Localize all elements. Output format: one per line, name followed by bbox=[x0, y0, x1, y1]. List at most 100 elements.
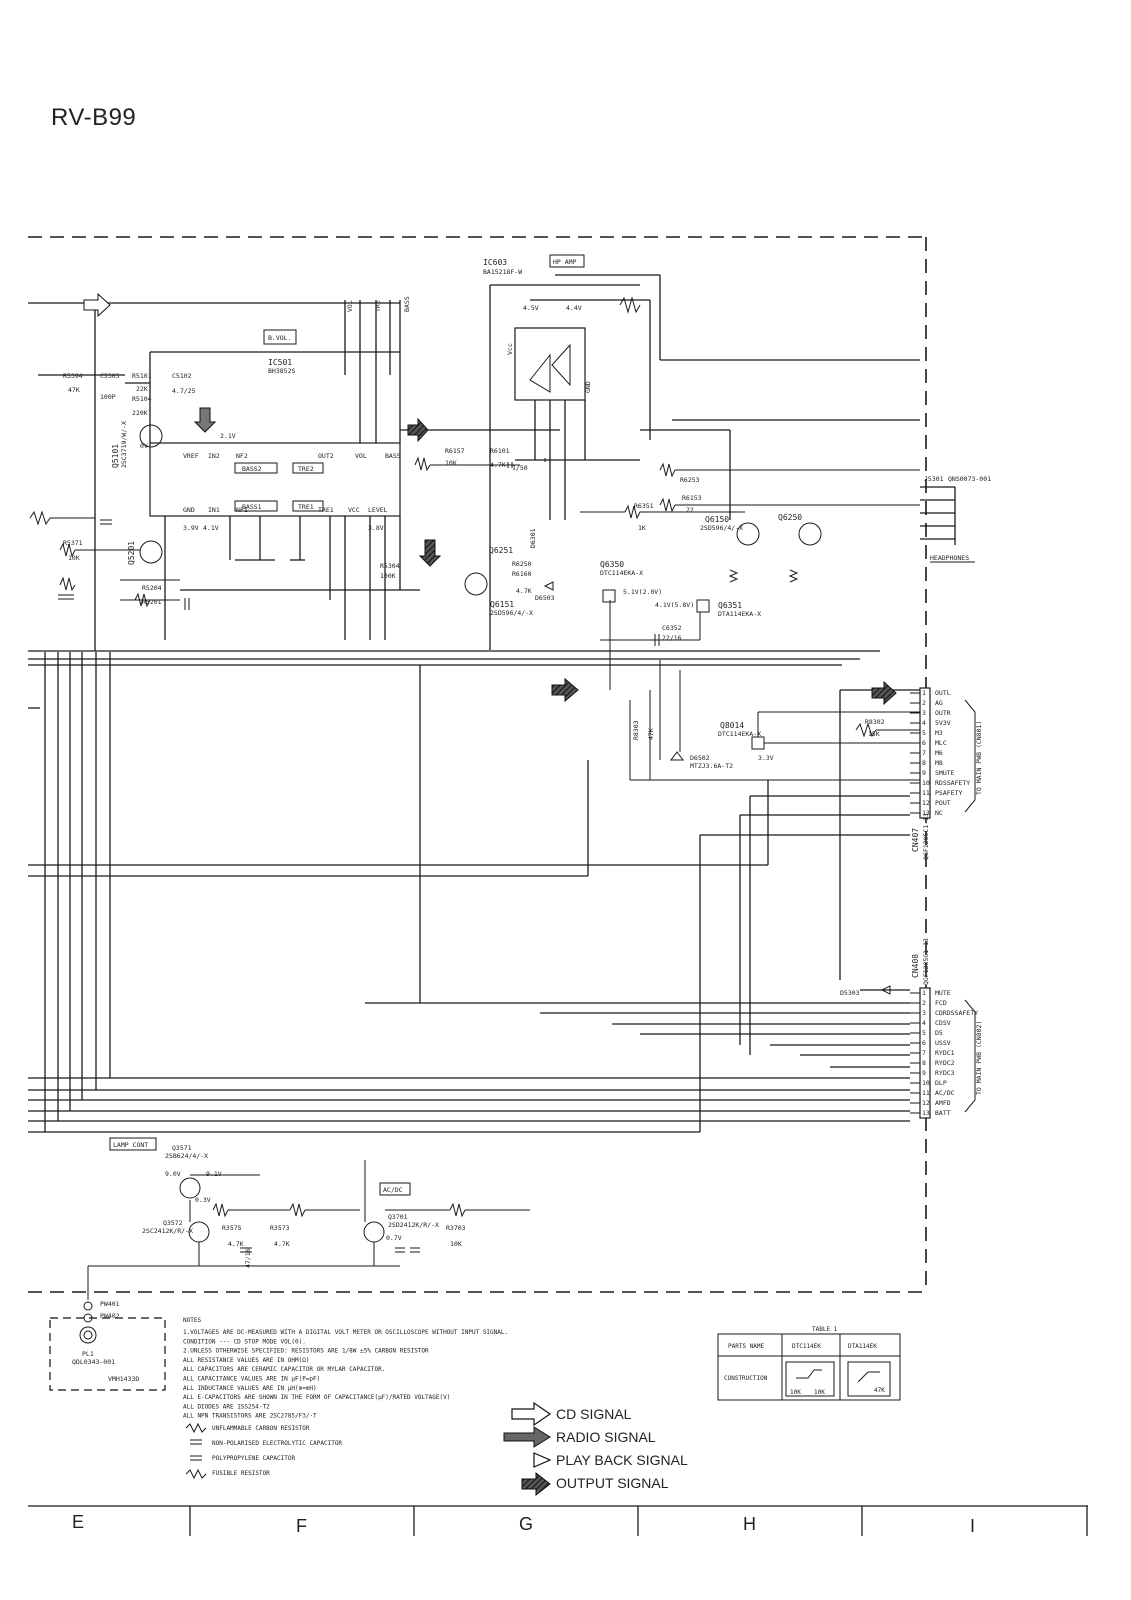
table-val-2: 10K bbox=[814, 1389, 825, 1396]
voltage-4: 2.1V bbox=[220, 432, 236, 440]
d6503-ref: D6503 bbox=[535, 594, 555, 602]
q6350-part: DTC114EKA-X bbox=[600, 569, 643, 577]
ic603-gnd: GND bbox=[584, 381, 592, 393]
cn407-pin-number: 5 bbox=[922, 729, 926, 737]
q5101-ref: Q5101 bbox=[111, 444, 120, 468]
cn407-pin-number: 6 bbox=[922, 739, 926, 747]
notes-symbol-label: UNFLAMMABLE CARBON RESISTOR bbox=[212, 1425, 310, 1432]
r6160-val: 4.7K bbox=[516, 587, 532, 595]
cn407-pin-name: RDSSAFETY bbox=[935, 779, 970, 787]
r6157-ref: R6157 bbox=[445, 447, 465, 455]
q6150-symbol bbox=[736, 522, 760, 546]
cn408-pin-name: CDSV bbox=[935, 1019, 951, 1027]
model-title: RV-B99 bbox=[51, 104, 137, 131]
notes-symbol-label: NON-POLARISED ELECTROLYTIC CAPACITOR bbox=[212, 1440, 342, 1447]
q6150-ref: Q6150 bbox=[705, 515, 729, 524]
acdc-label: AC/DC bbox=[383, 1186, 403, 1194]
ic501-ref: IC501 bbox=[268, 358, 292, 367]
controls-top: VOL TRE BASS bbox=[344, 296, 411, 375]
voltage-11: 9.1V bbox=[206, 1170, 222, 1178]
control-tre: TRE bbox=[374, 300, 382, 312]
ic603-ref: IC603 bbox=[483, 258, 507, 267]
r5394-val: 47K bbox=[68, 386, 80, 394]
cn408-pin-number: 2 bbox=[922, 999, 926, 1007]
notes-line: CONDITION --- CD STOP MODE VOL(0). bbox=[183, 1338, 306, 1345]
column-g: G bbox=[519, 1514, 533, 1534]
c3701-val: 47/16 bbox=[244, 1248, 252, 1268]
notes-line: ALL RESISTANCE VALUES ARE IN OHM(Ω) bbox=[183, 1357, 309, 1364]
notes-line: ALL NPN TRANSISTORS ARE 2SC2785/F3/-T bbox=[183, 1413, 317, 1420]
c5102-ref: C5102 bbox=[172, 372, 192, 380]
voltage-1: 4.5V bbox=[523, 304, 539, 312]
q3571-symbol bbox=[179, 1177, 201, 1199]
ic501-pin-bot-7: VCC bbox=[348, 506, 360, 514]
q3571-part: 2SB624/4/-X bbox=[165, 1152, 208, 1160]
transistors: Q5101 2SC3719/W/-X Q5201 Q6251 Q6151 2SD… bbox=[111, 421, 822, 1243]
r5101-ref: R5101 bbox=[132, 372, 152, 380]
r3575-val: 4.7K bbox=[228, 1240, 244, 1248]
lamp-part-box: PW401 PW402 PL1 QDL0343-001 VMH1433D bbox=[49, 1300, 166, 1391]
d6502-val: MTZJ3.6A-T2 bbox=[690, 762, 733, 770]
c6352-val: 22/16 bbox=[662, 634, 682, 642]
r5371-val: 10K bbox=[68, 554, 80, 562]
cn408-pin-number: 11 bbox=[922, 1089, 930, 1097]
ic501-pin-top-6: OUT2 bbox=[318, 452, 334, 460]
column-h: H bbox=[743, 1514, 756, 1534]
r3573-val: 4.7K bbox=[274, 1240, 290, 1248]
q6250-ref: Q6250 bbox=[778, 513, 802, 522]
notes-line: ALL INDUCTANCE VALUES ARE IN μH(m=mH) bbox=[183, 1385, 317, 1392]
ic501-pin-top-1: VREF bbox=[183, 452, 199, 460]
cn408-pin-name: RYDC3 bbox=[935, 1069, 955, 1077]
cn408-pin-name: CDRDSSAFETY bbox=[935, 1009, 978, 1017]
q3572-part: 2SC2412K/R/-X bbox=[142, 1227, 193, 1235]
q5101-symbol bbox=[139, 424, 163, 448]
pl1-ref: PL1 bbox=[82, 1350, 94, 1358]
cn408-pin-number: 3 bbox=[922, 1009, 926, 1017]
column-i: I bbox=[970, 1516, 975, 1536]
voltage-14: 0.7V bbox=[386, 1234, 402, 1242]
ic501-pin-bot-3: NF1 bbox=[236, 506, 248, 514]
cn408-pin-name: FCD bbox=[935, 999, 947, 1007]
table-header-2: DTC114EK bbox=[792, 1343, 821, 1350]
ic501-pin-bot-8: LEVEL bbox=[368, 506, 388, 514]
c6352-ref: C6352 bbox=[662, 624, 682, 632]
legend-playback: PLAY BACK SIGNAL bbox=[556, 1452, 688, 1468]
ic603-label: HP AMP bbox=[553, 258, 577, 266]
notes-symbols bbox=[185, 1422, 207, 1480]
ic501-pin-top-2: IN2 bbox=[208, 452, 220, 460]
table-val-1: 10K bbox=[790, 1389, 801, 1396]
r6101-ref: R6101 bbox=[490, 447, 510, 455]
table-header-1: PARTS NAME bbox=[728, 1343, 765, 1350]
voltage-13: 0.3V bbox=[195, 1196, 211, 1204]
c5102-val: 4.7/25 bbox=[172, 387, 196, 395]
cn408-pin-number: 12 bbox=[922, 1099, 930, 1107]
diodes: D6503 D6502 MTZJ3.6A-T2 D6301 D5303 bbox=[529, 528, 891, 997]
signal-arrows bbox=[83, 292, 897, 706]
q5101-part: 2SC3719/W/-X bbox=[120, 421, 128, 468]
notes-line: ALL DIODES ARE 1SS254-T2 bbox=[183, 1403, 270, 1410]
voltage-6: 4.1V bbox=[203, 524, 219, 532]
ic501-inner-1: BASS2 bbox=[242, 465, 262, 473]
r5304-val: 100K bbox=[380, 572, 396, 580]
cn408-pin-name: DLP bbox=[935, 1079, 947, 1087]
cd-signal-icon bbox=[511, 1401, 552, 1427]
board-outline bbox=[28, 236, 927, 1293]
cn408-ref: CN408 bbox=[911, 954, 920, 978]
ic501-inner-3: BASS1 bbox=[242, 503, 262, 511]
q3701-part: 2SD2412K/R/-X bbox=[388, 1221, 439, 1229]
r3703-val: 10K bbox=[450, 1240, 462, 1248]
voltage-10: 3.3V bbox=[758, 754, 774, 762]
r5104-val: 220K bbox=[132, 409, 148, 417]
q6150-part: 2SD596/4/-X bbox=[700, 524, 743, 532]
cn407-pin-number: 12 bbox=[922, 799, 930, 807]
column-f: F bbox=[296, 1516, 307, 1536]
r6351-ref: R6351 bbox=[634, 502, 654, 510]
notes-line: 2.UNLESS OTHERWISE SPECIFIED: RESISTORS … bbox=[183, 1348, 429, 1355]
jack-part: QNS0073-001 bbox=[948, 475, 991, 483]
cn407-pin-number: 1 bbox=[922, 689, 926, 697]
ic501-pin-bot-1: GND bbox=[183, 506, 195, 514]
cn408: CN408 QGF1205C1-13 TO MAIN PWB (CN802) 1… bbox=[910, 938, 983, 1119]
cn407-pin-name: 5V3V bbox=[935, 719, 951, 727]
cn408-pin-number: 8 bbox=[922, 1059, 926, 1067]
q3572-ref: Q3572 bbox=[163, 1219, 183, 1227]
